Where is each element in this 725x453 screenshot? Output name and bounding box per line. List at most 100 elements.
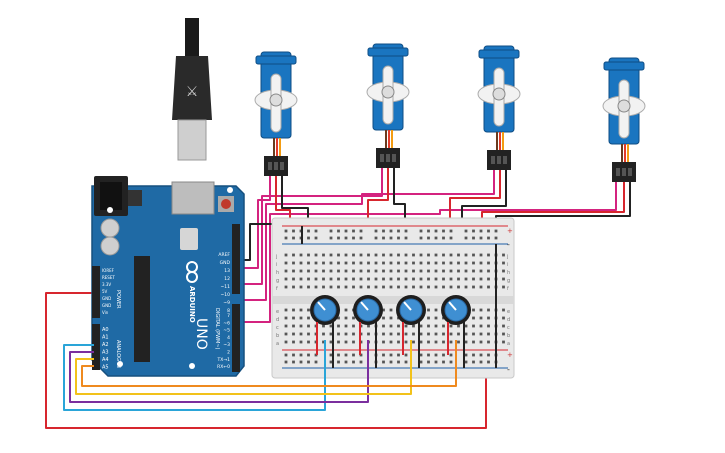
breadboard-hole — [427, 269, 430, 273]
breadboard-rail-hole — [359, 229, 363, 233]
breadboard-hole — [472, 316, 475, 320]
breadboard-hole — [299, 308, 303, 312]
breadboard-hole — [412, 277, 415, 281]
breadboard-rail-hole — [449, 353, 453, 357]
wires-top-layer — [63, 226, 497, 411]
digital-pin-label: ~5 — [223, 328, 230, 334]
breadboard-hole — [449, 324, 453, 328]
breadboard-hole — [464, 277, 468, 281]
breadboard-rail-hole — [329, 360, 333, 364]
breadboard-hole — [374, 277, 378, 281]
breadboard-hole — [352, 285, 355, 289]
breadboard-hole — [502, 324, 505, 328]
servo-motor — [602, 57, 646, 182]
breadboard-rail-hole — [427, 360, 430, 364]
breadboard-hole — [479, 277, 483, 281]
breadboard-rail-hole — [344, 360, 348, 364]
breadboard-hole — [359, 269, 363, 273]
breadboard-hole — [442, 277, 445, 281]
potentiometer — [310, 295, 340, 325]
breadboard-hole — [442, 285, 445, 289]
breadboard-rail-minus: - — [507, 240, 510, 249]
breadboard-row-letter: i — [276, 262, 277, 268]
power-pin-label: GND — [102, 296, 111, 301]
breadboard-hole — [434, 308, 438, 312]
breadboard-hole — [389, 277, 393, 281]
breadboard-hole — [464, 332, 468, 336]
breadboard-hole — [292, 261, 295, 265]
breadboard-hole — [284, 308, 288, 312]
breadboard-hole — [299, 340, 303, 344]
breadboard-rail-hole — [389, 229, 393, 233]
breadboard-hole — [344, 261, 348, 265]
potentiometer-indicator — [360, 301, 369, 311]
breadboard-rail-hole — [404, 236, 408, 240]
breadboard-hole — [464, 324, 468, 328]
breadboard-rail-hole — [307, 229, 310, 233]
breadboard-hole — [284, 253, 288, 257]
analog-pin-label: A5 — [102, 365, 109, 371]
breadboard-hole — [322, 285, 325, 289]
breadboard-hole — [472, 332, 475, 336]
breadboard-hole — [292, 340, 295, 344]
breadboard-hole — [487, 285, 490, 289]
servo-wire — [621, 144, 623, 162]
digital-pin-label: 4 — [227, 335, 230, 341]
breadboard-hole — [434, 285, 438, 289]
breadboard-rail-hole — [479, 229, 483, 233]
breadboard-hole — [337, 316, 340, 320]
breadboard-hole — [299, 316, 303, 320]
breadboard-rail-hole — [449, 229, 453, 233]
power-pin-label: 5V — [102, 289, 108, 294]
breadboard-hole — [389, 308, 393, 312]
digital-pin-label: ~10 — [221, 292, 231, 298]
breadboard-rail-hole — [494, 229, 498, 233]
breadboard-rail-hole — [389, 360, 393, 364]
breadboard-rail-hole — [479, 353, 483, 357]
servo-wire — [279, 138, 281, 156]
servo-mount-tab — [255, 55, 297, 65]
breadboard-hole — [382, 308, 385, 312]
breadboard-hole — [464, 285, 468, 289]
breadboard-hole — [472, 269, 475, 273]
breadboard-rail-hole — [449, 360, 453, 364]
servo-group — [254, 43, 646, 182]
servo-motor — [254, 51, 298, 176]
breadboard-rail-hole — [299, 360, 303, 364]
breadboard-row-letter: e — [507, 309, 510, 315]
breadboard-rail-hole — [314, 236, 318, 240]
breadboard-hole — [487, 324, 490, 328]
servo-wire — [627, 144, 629, 162]
breadboard-hole — [397, 332, 400, 336]
breadboard-hole — [502, 285, 505, 289]
potentiometer — [396, 295, 426, 325]
breadboard-hole — [307, 316, 310, 320]
breadboard-hole — [359, 253, 363, 257]
breadboard-hole — [427, 285, 430, 289]
arduino-brand-label: ARDUINO — [188, 286, 196, 323]
servo-connector-pin — [503, 156, 507, 164]
breadboard-rail-hole — [487, 229, 490, 233]
breadboard-hole — [284, 269, 288, 273]
breadboard-rail-hole — [487, 236, 490, 240]
breadboard-hole — [412, 332, 415, 336]
breadboard-rail-hole — [359, 360, 363, 364]
breadboard-row-letter: c — [276, 325, 279, 331]
usb-plug-metal — [177, 119, 207, 161]
breadboard-hole — [314, 261, 318, 265]
digital-pin-label: ~6 — [223, 320, 230, 326]
breadboard-hole — [397, 324, 400, 328]
breadboard-hole — [472, 285, 475, 289]
breadboard-rail-hole — [359, 236, 363, 240]
breadboard-hole — [404, 340, 408, 344]
breadboard-rail-hole — [442, 353, 445, 357]
breadboard-row-letter: g — [276, 278, 279, 284]
breadboard-rail-hole — [352, 229, 355, 233]
servo-connector-pin — [392, 154, 396, 162]
breadboard-hole — [479, 269, 483, 273]
breadboard-rail-hole — [382, 236, 385, 240]
breadboard-hole — [427, 261, 430, 265]
breadboard-rail-hole — [292, 236, 295, 240]
analog-header-label: ANALOG IN — [115, 340, 121, 368]
breadboard-hole — [502, 269, 505, 273]
